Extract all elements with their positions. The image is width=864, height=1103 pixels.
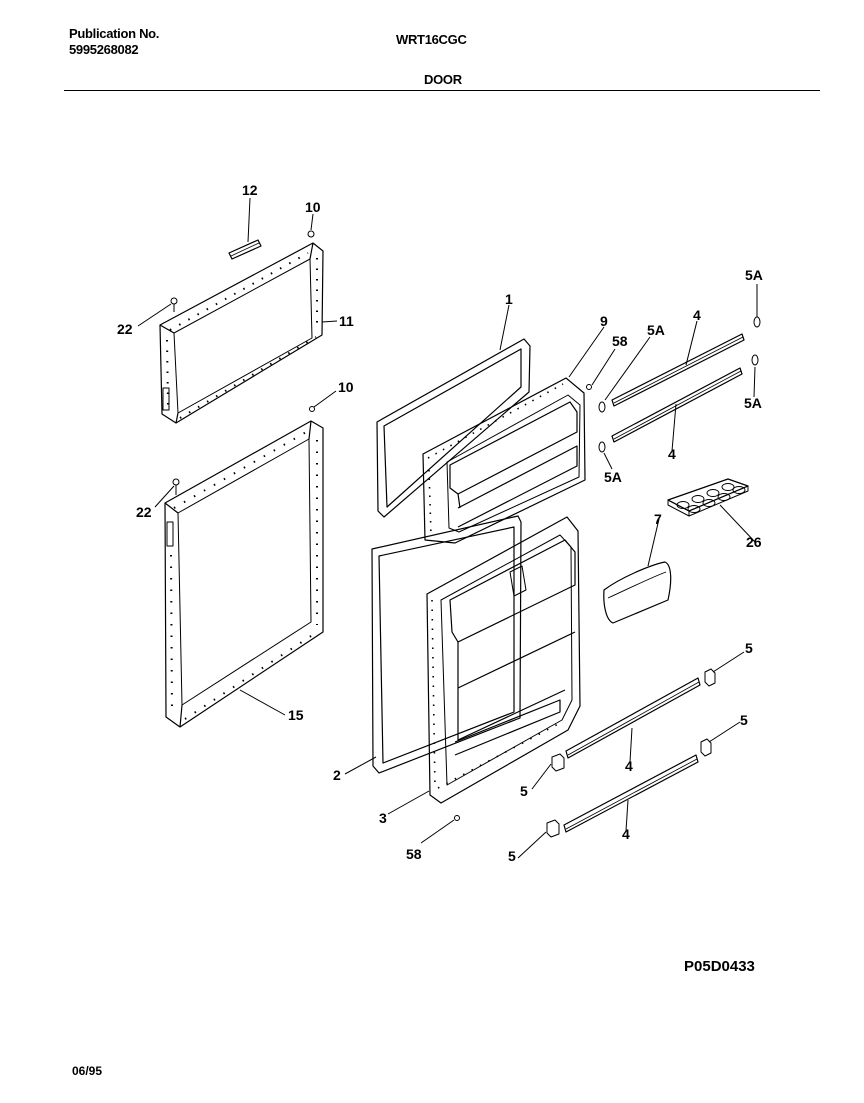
publication-number: 5995268082 [69, 42, 139, 57]
callout-5: 5 [508, 848, 516, 864]
part-7-dairy-door [603, 561, 672, 624]
part-15-fresh-food-panel-frame [164, 420, 324, 728]
revision-date: 06/95 [72, 1064, 103, 1078]
callout-58: 58 [612, 333, 628, 349]
callout-7: 7 [654, 511, 662, 527]
part-3-fresh-food-liner [426, 516, 581, 804]
callout-12: 12 [242, 182, 258, 198]
callout-10: 10 [338, 379, 354, 395]
callout-22: 22 [117, 321, 133, 337]
part-26-egg-tray [667, 478, 749, 517]
part-9-freezer-liner [422, 377, 586, 544]
callout-4: 4 [668, 446, 676, 462]
callout-4: 4 [693, 307, 701, 323]
callout-labels: 12 10 22 11 10 22 15 1 9 58 5A 4 5A 5A 5… [117, 182, 763, 864]
callout-3: 3 [379, 810, 387, 826]
leader-lines [137, 197, 758, 859]
callout-5: 5 [520, 783, 528, 799]
callout-2: 2 [333, 767, 341, 783]
callout-4: 4 [625, 758, 633, 774]
callout-58: 58 [406, 846, 422, 862]
callout-15: 15 [288, 707, 304, 723]
callout-5A: 5A [744, 395, 762, 411]
callout-5: 5 [740, 712, 748, 728]
part-2-fresh-food-gasket [371, 515, 522, 774]
callout-4: 4 [622, 826, 630, 842]
part-4-lower-shelf-bars [563, 677, 701, 833]
callout-1: 1 [505, 291, 513, 307]
callout-5A: 5A [604, 469, 622, 485]
fasteners [170, 230, 592, 821]
part-5-end-caps [546, 668, 716, 838]
publication-label: Publication No. [69, 26, 160, 41]
part-12-trim-strip [228, 239, 262, 260]
callout-26: 26 [746, 534, 762, 550]
diagram-code: P05D0433 [684, 958, 755, 975]
callout-5A: 5A [745, 267, 763, 283]
callout-5A: 5A [647, 322, 665, 338]
callout-5: 5 [745, 640, 753, 656]
part-11-freezer-panel-frame [159, 242, 324, 424]
section-title: DOOR [424, 72, 462, 87]
part-1-freezer-gasket [376, 338, 531, 518]
part-4-upper-shelf-bars [611, 333, 745, 443]
model-number: WRT16CGC [396, 32, 467, 47]
callout-22: 22 [136, 504, 152, 520]
callout-10: 10 [305, 199, 321, 215]
callout-11: 11 [339, 313, 354, 329]
header-rule [64, 90, 820, 91]
callout-9: 9 [600, 313, 608, 329]
